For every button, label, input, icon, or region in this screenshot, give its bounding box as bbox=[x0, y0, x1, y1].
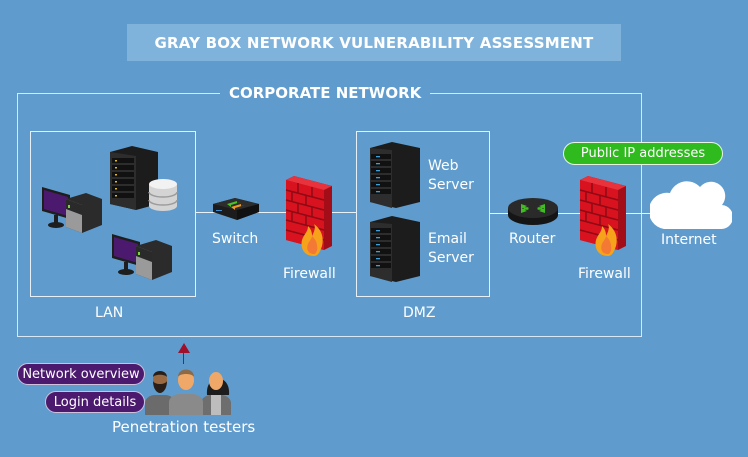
web-server-label-line2: Server bbox=[428, 177, 474, 193]
login-details-badge: Login details bbox=[45, 391, 145, 413]
arrow-shaft bbox=[183, 352, 185, 364]
firewall-internal-label: Firewall bbox=[283, 266, 336, 282]
server-rack-icon bbox=[110, 146, 162, 212]
penetration-testers-icon bbox=[145, 365, 231, 415]
page-title: GRAY BOX NETWORK VULNERABILITY ASSESSMEN… bbox=[127, 24, 621, 61]
email-server-label: Email Server bbox=[428, 230, 474, 268]
workstation-icon bbox=[40, 185, 104, 237]
lan-to-dmz-link bbox=[196, 212, 356, 214]
email-server-label-line2: Server bbox=[428, 250, 474, 266]
web-server-label-line1: Web bbox=[428, 158, 459, 174]
switch-label: Switch bbox=[212, 231, 259, 247]
web-server-label: Web Server bbox=[428, 157, 474, 195]
email-server-label-line1: Email bbox=[428, 231, 467, 247]
internet-label: Internet bbox=[661, 232, 717, 248]
login-details-badge-text: Login details bbox=[53, 394, 137, 410]
switch-icon bbox=[211, 196, 261, 222]
firewall-icon bbox=[578, 176, 634, 258]
cloud-icon bbox=[650, 173, 732, 231]
page-title-text: GRAY BOX NETWORK VULNERABILITY ASSESSMEN… bbox=[154, 33, 594, 52]
dmz-to-internet-link bbox=[490, 213, 660, 215]
email-server-icon bbox=[370, 216, 422, 284]
penetration-testers-label: Penetration testers bbox=[112, 418, 256, 436]
lan-zone bbox=[30, 131, 196, 297]
router-label: Router bbox=[509, 231, 556, 247]
public-ip-badge: Public IP addresses bbox=[563, 142, 723, 165]
dmz-zone bbox=[356, 131, 490, 297]
public-ip-badge-text: Public IP addresses bbox=[580, 146, 706, 161]
web-server-icon bbox=[370, 142, 422, 210]
database-icon bbox=[148, 179, 178, 213]
dmz-label: DMZ bbox=[403, 305, 436, 321]
firewall-external-label: Firewall bbox=[578, 266, 631, 282]
firewall-icon bbox=[284, 176, 340, 258]
lan-label: LAN bbox=[95, 305, 124, 321]
corporate-network-label: CORPORATE NETWORK bbox=[220, 82, 431, 104]
network-overview-badge-text: Network overview bbox=[22, 366, 140, 382]
workstation-icon bbox=[110, 232, 174, 284]
network-overview-badge: Network overview bbox=[17, 363, 145, 385]
arrow-up-icon bbox=[178, 343, 190, 353]
router-icon bbox=[507, 196, 559, 226]
